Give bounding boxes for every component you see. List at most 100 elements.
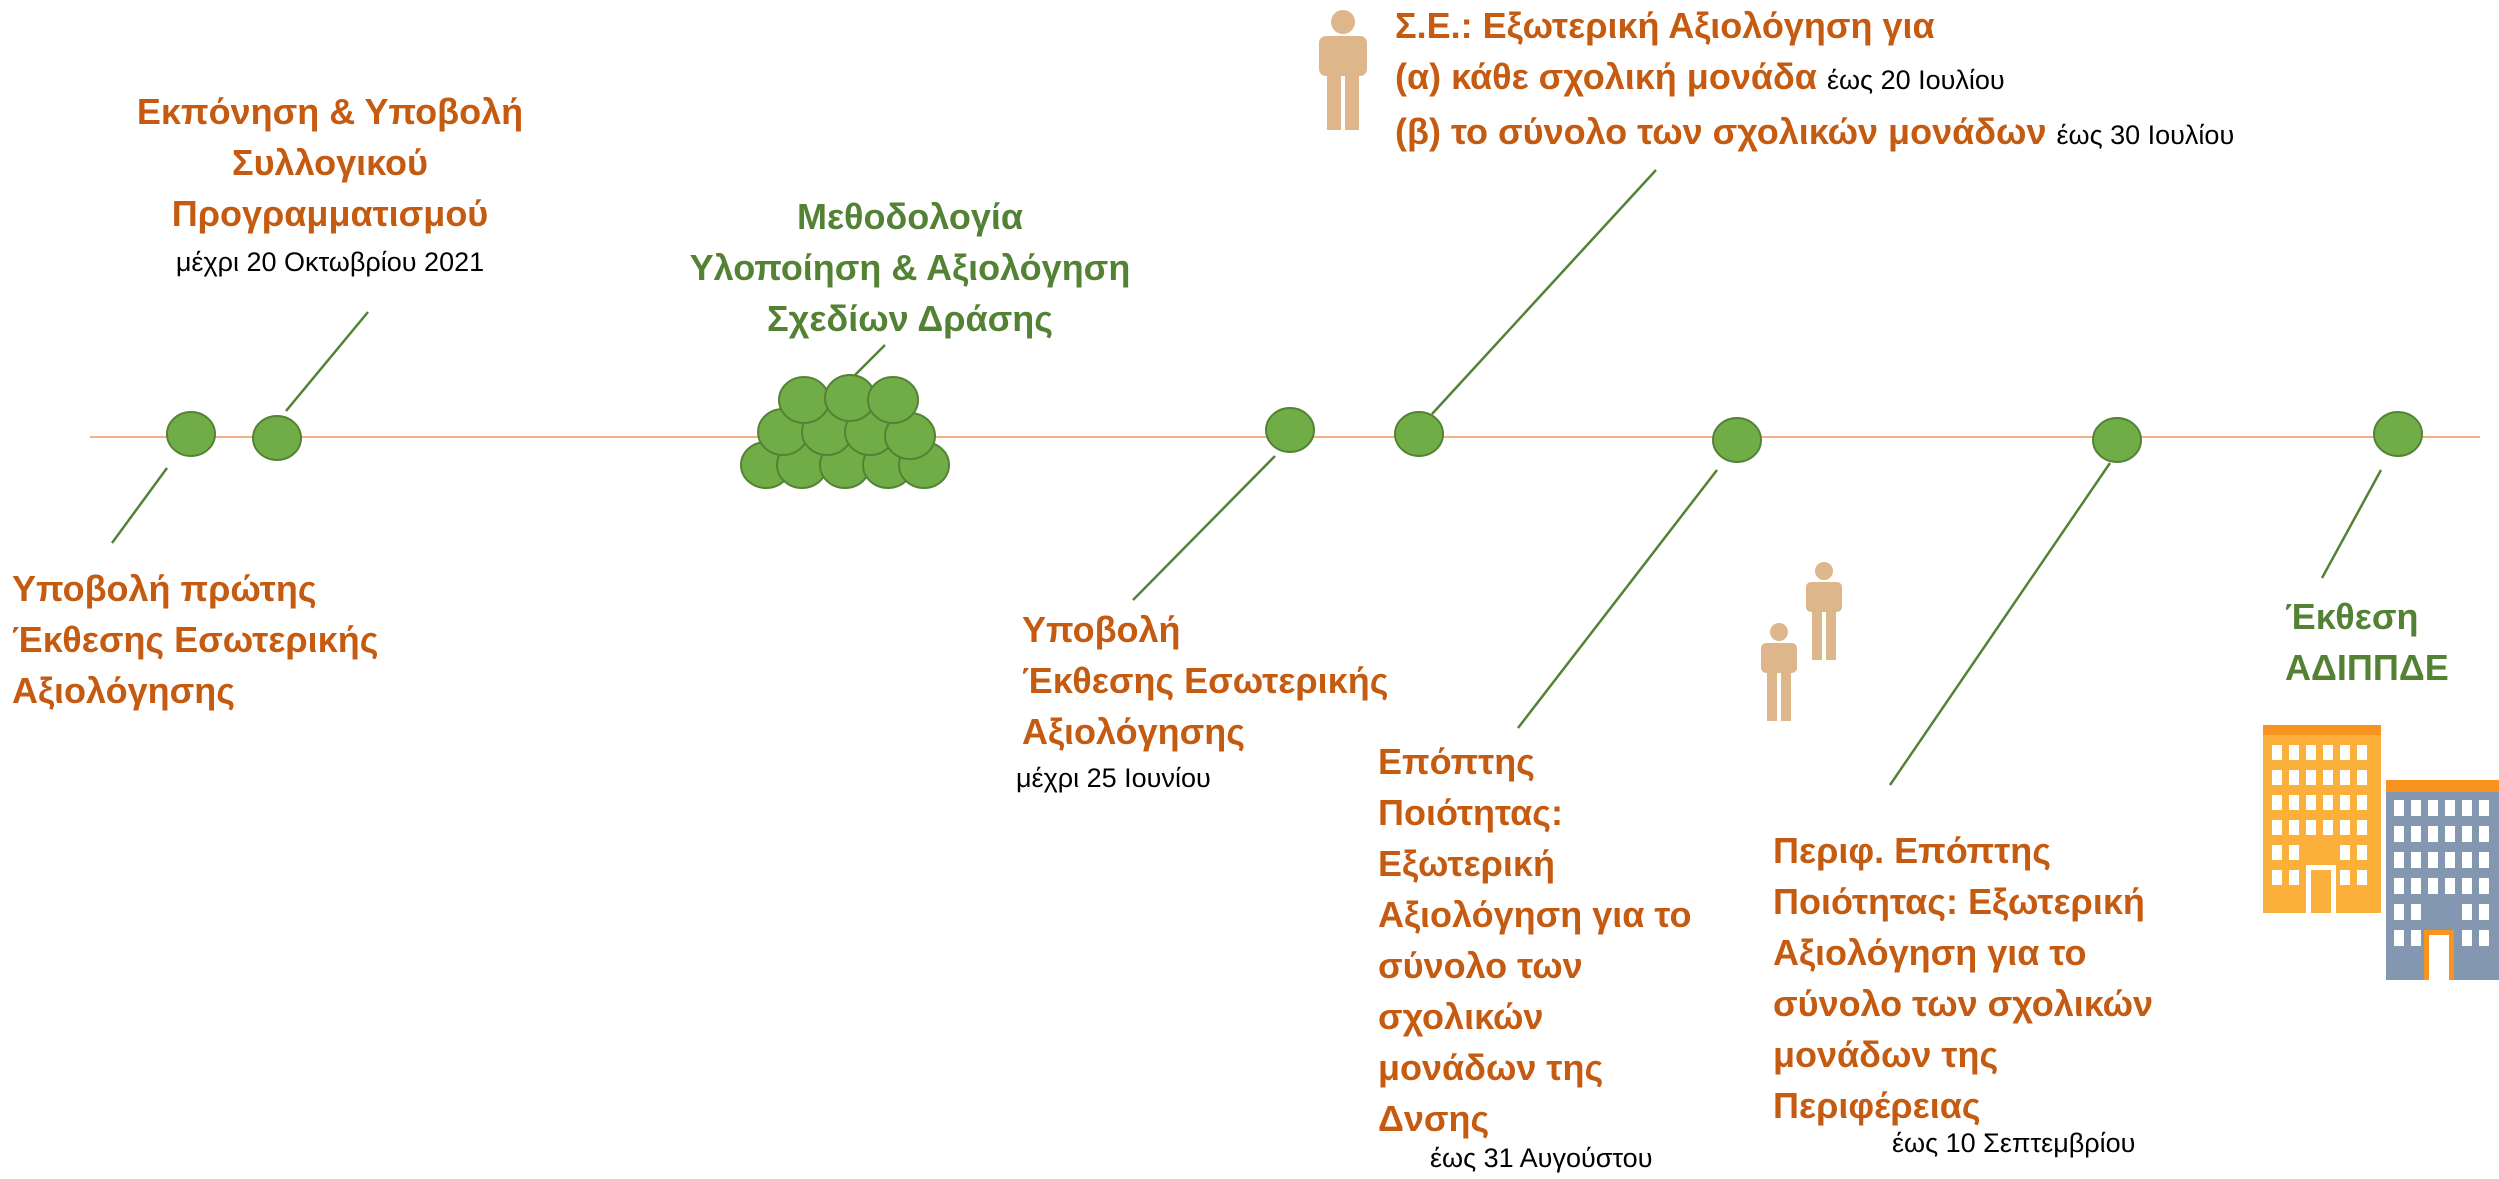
label-line: Ποιότητας: bbox=[1378, 792, 1563, 833]
building-window bbox=[2323, 820, 2333, 835]
connector-se-external bbox=[1431, 169, 1657, 415]
building-window bbox=[2462, 930, 2472, 946]
internal-report-label: Υποβολή Έκθεσης Εσωτερικής Αξιολόγησης μ… bbox=[1016, 604, 1389, 795]
milestone-dot bbox=[1265, 407, 1315, 453]
label-line: Δνσης bbox=[1378, 1098, 1490, 1139]
label-line: Υποβολή bbox=[1022, 609, 1181, 650]
connector-first-report bbox=[110, 467, 169, 544]
people-icon bbox=[1761, 562, 1842, 721]
label-line: Προγραμματισμού bbox=[171, 193, 489, 234]
building-window bbox=[2340, 795, 2350, 810]
connector-internal-report bbox=[1132, 455, 1276, 601]
connector-regional-supervisor bbox=[1888, 462, 2112, 786]
building-window bbox=[2306, 745, 2316, 760]
label-line: Αξιολόγηση για το bbox=[1773, 932, 2087, 973]
building-window bbox=[2479, 930, 2489, 946]
building-window bbox=[2289, 820, 2299, 835]
building-window bbox=[2411, 800, 2421, 816]
label-line: Έκθεσης Εσωτερικής bbox=[1022, 660, 1389, 701]
regional-supervisor-deadline: έως 10 Σεπτεμβρίου bbox=[1892, 1128, 2136, 1158]
building-window bbox=[2394, 878, 2404, 894]
label-line: Ποιότητας: Εξωτερική bbox=[1773, 881, 2145, 922]
building-window bbox=[2411, 904, 2421, 920]
milestone-dot bbox=[2092, 417, 2142, 463]
se-item-b-text: (β) το σύνολο των σχολικών μονάδων bbox=[1395, 111, 2047, 152]
milestone-dot bbox=[1712, 417, 1762, 463]
building-window bbox=[2445, 826, 2455, 842]
building-window bbox=[2411, 930, 2421, 946]
building-window bbox=[2411, 852, 2421, 868]
building-window bbox=[2289, 745, 2299, 760]
building-window bbox=[2306, 820, 2316, 835]
building-window bbox=[2479, 826, 2489, 842]
building-window bbox=[2306, 770, 2316, 785]
label-line: Περιφ. Επόπτης bbox=[1773, 830, 2052, 871]
label-line: ΑΔΙΠΠΔΕ bbox=[2285, 647, 2449, 688]
se-title: Σ.Ε.: Εξωτερική Αξιολόγηση για bbox=[1395, 5, 1935, 46]
building-window bbox=[2462, 904, 2472, 920]
label-line: Συλλογικού bbox=[232, 142, 428, 183]
building-window bbox=[2357, 745, 2367, 760]
building-window bbox=[2357, 795, 2367, 810]
building-window bbox=[2272, 745, 2282, 760]
building-window bbox=[2445, 852, 2455, 868]
building-window bbox=[2428, 826, 2438, 842]
collective-planning-label: Εκπόνηση & Υποβολή Συλλογικού Προγραμματ… bbox=[130, 86, 530, 279]
label-line: μονάδων της bbox=[1773, 1034, 1999, 1075]
connector-adippde bbox=[2320, 469, 2383, 579]
building-window bbox=[2479, 800, 2489, 816]
label-line: Έκθεση bbox=[2285, 596, 2419, 637]
building-window bbox=[2323, 770, 2333, 785]
grey-building-roof bbox=[2386, 780, 2499, 792]
building-window bbox=[2479, 852, 2489, 868]
building-window bbox=[2394, 904, 2404, 920]
deadline-text: έως 20 Ιουλίου bbox=[1826, 65, 2005, 95]
building-door-inner bbox=[2429, 935, 2449, 980]
building-door-inner bbox=[2311, 870, 2331, 913]
milestone-dot bbox=[2373, 411, 2423, 457]
adippde-report-label: Έκθεση ΑΔΙΠΠΔΕ bbox=[2285, 591, 2449, 693]
first-report-label: Υποβολή πρώτης Έκθεσης Εσωτερικής Αξιολό… bbox=[12, 563, 378, 716]
building-window bbox=[2357, 820, 2367, 835]
building-window bbox=[2340, 745, 2350, 760]
building-window bbox=[2479, 904, 2489, 920]
building-window bbox=[2411, 878, 2421, 894]
label-line: Αξιολόγησης bbox=[1022, 711, 1245, 752]
building-window bbox=[2357, 770, 2367, 785]
building-window bbox=[2462, 878, 2472, 894]
building-window bbox=[2306, 795, 2316, 810]
label-line: Μεθοδολογία bbox=[796, 196, 1024, 237]
deadline-text: μέχρι 20 Οκτωβρίου 2021 bbox=[175, 247, 485, 277]
building-window bbox=[2428, 800, 2438, 816]
building-window bbox=[2340, 870, 2350, 885]
person-icon bbox=[1319, 10, 1367, 130]
building-window bbox=[2289, 870, 2299, 885]
label-line: Σχεδίων Δράσης bbox=[767, 298, 1053, 339]
building-window bbox=[2323, 745, 2333, 760]
building-window bbox=[2479, 878, 2489, 894]
building-window bbox=[2394, 852, 2404, 868]
orange-building-roof bbox=[2263, 725, 2381, 735]
methodology-label: Μεθοδολογία Υλοποίηση & Αξιολόγηση Σχεδί… bbox=[660, 191, 1160, 344]
milestone-dot bbox=[166, 411, 216, 457]
building-window bbox=[2272, 845, 2282, 860]
building-window bbox=[2323, 795, 2333, 810]
label-line: μονάδων της bbox=[1378, 1047, 1604, 1088]
label-line: σύνολο των bbox=[1378, 945, 1583, 986]
building-window bbox=[2428, 852, 2438, 868]
label-line: Υλοποίηση & Αξιολόγηση bbox=[689, 247, 1131, 288]
buildings-icon bbox=[2263, 725, 2499, 980]
building-window bbox=[2289, 770, 2299, 785]
deadline-text: έως 30 Ιουλίου bbox=[2056, 120, 2235, 150]
connectors bbox=[110, 169, 2383, 786]
building-window bbox=[2272, 795, 2282, 810]
building-window bbox=[2340, 770, 2350, 785]
label-line: Εξωτερική bbox=[1378, 843, 1555, 884]
building-window bbox=[2462, 800, 2472, 816]
milestone-dots bbox=[166, 407, 2423, 463]
se-item-b: (β) το σύνολο των σχολικών μονάδων έως 30… bbox=[1395, 106, 2234, 161]
building-window bbox=[2272, 870, 2282, 885]
building-window bbox=[2445, 878, 2455, 894]
connector-methodology bbox=[851, 344, 886, 379]
